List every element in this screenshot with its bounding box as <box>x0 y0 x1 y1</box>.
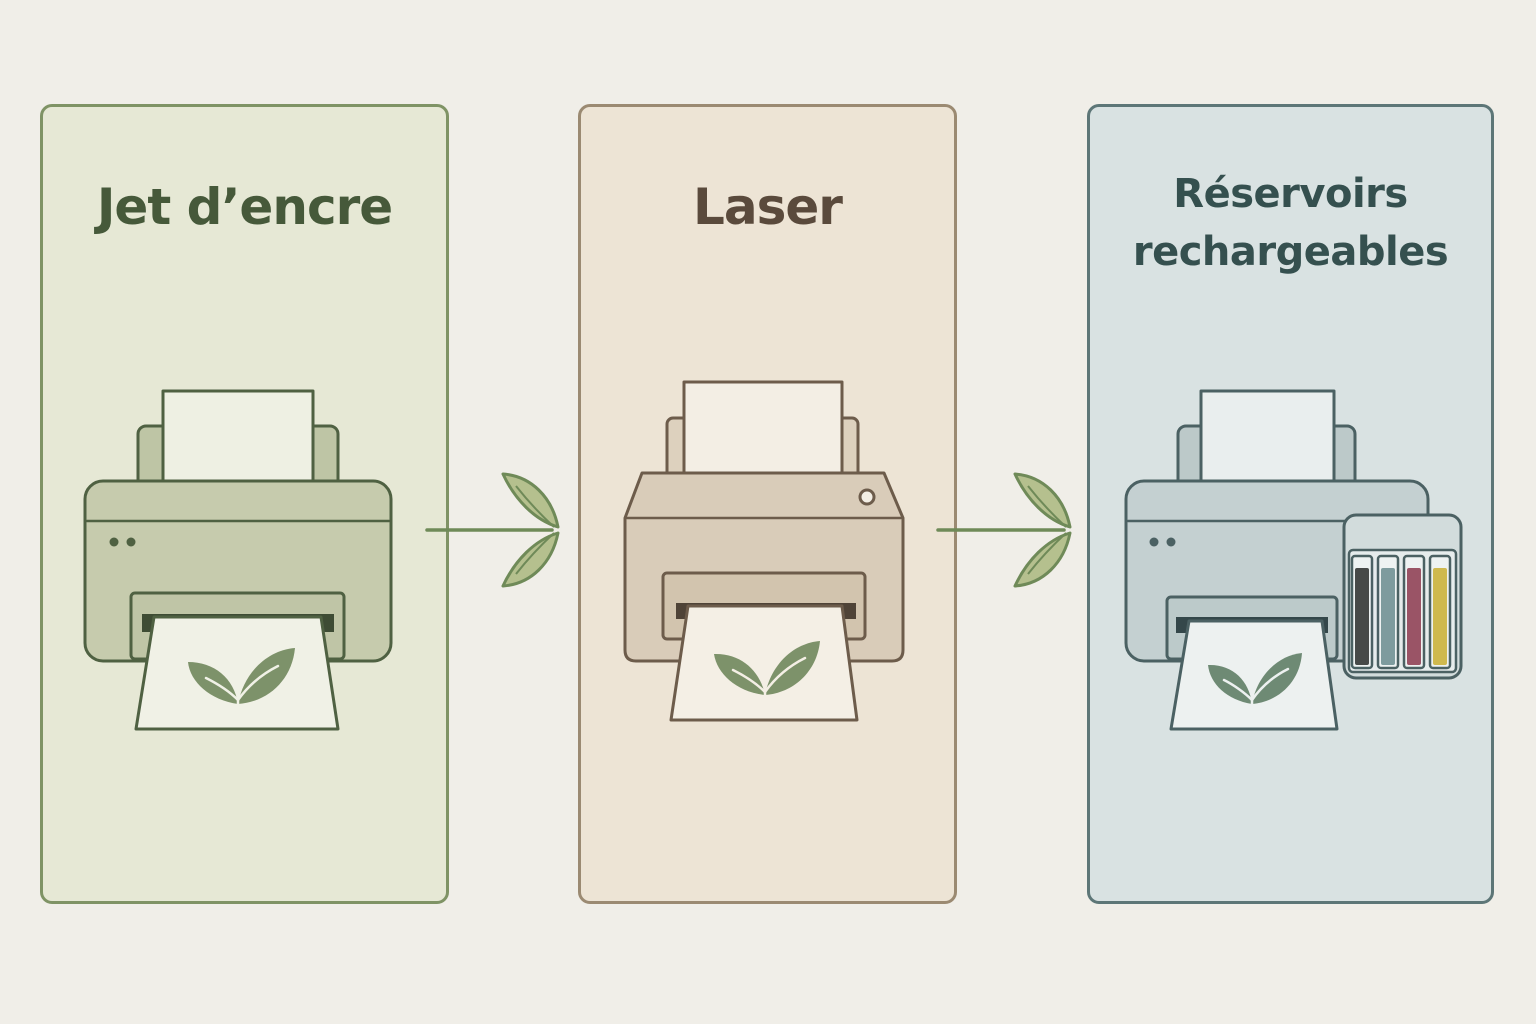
panel-title-line: Réservoirs <box>1173 171 1408 217</box>
panel-title-line: rechargeables <box>1132 229 1449 275</box>
panel-title-laser: Laser <box>581 178 954 237</box>
panel-inkjet: Jet d’encre <box>40 104 449 904</box>
panel-laser: Laser <box>578 104 957 904</box>
panel-title-tank: Réservoirs rechargeables <box>1090 165 1491 281</box>
panel-title-line: Jet d’encre <box>96 178 393 236</box>
leaf-arrow-icon <box>936 472 1072 588</box>
panel-tank: Réservoirs rechargeables <box>1087 104 1494 904</box>
panel-title-inkjet: Jet d’encre <box>43 178 446 237</box>
panel-title-line: Laser <box>693 178 843 236</box>
